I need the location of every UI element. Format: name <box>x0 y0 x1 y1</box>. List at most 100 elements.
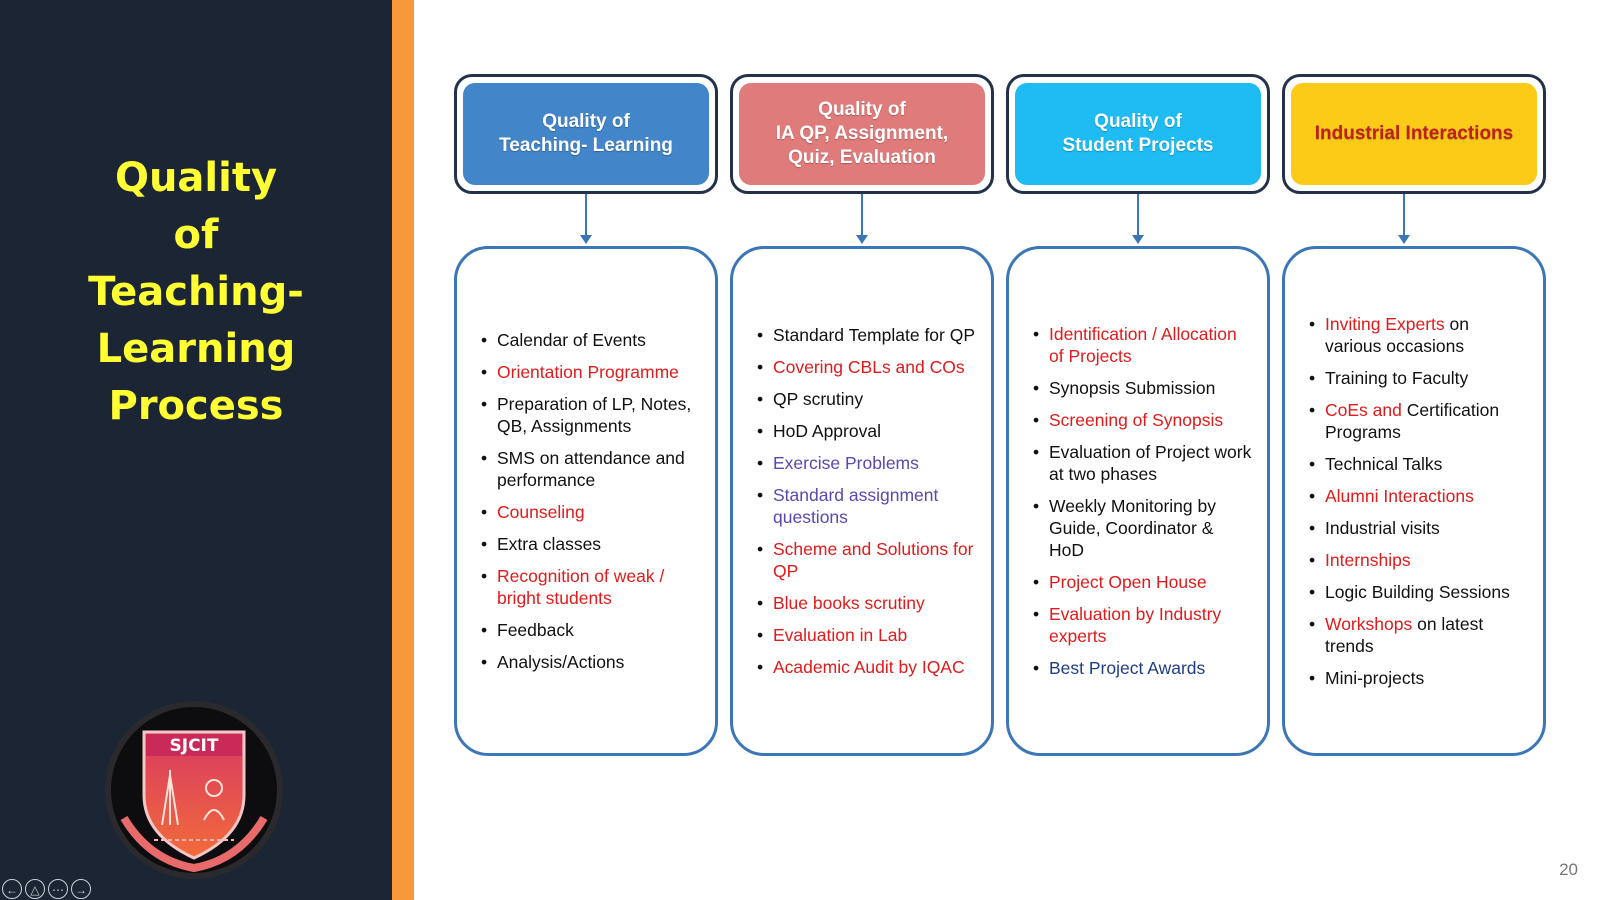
list-item-text: Best Project Awards <box>1049 658 1206 678</box>
list-item: Standard Template for QP <box>757 324 977 346</box>
list-item: HoD Approval <box>757 420 977 442</box>
list-item-text: Identification / Allocation of Projects <box>1049 324 1237 366</box>
title-line: Teaching- Learning <box>88 269 304 372</box>
list-item: Synopsis Submission <box>1033 377 1253 399</box>
header-label: Industrial Interactions <box>1314 123 1514 144</box>
item-list: Identification / Allocation of ProjectsS… <box>1033 313 1253 689</box>
college-logo: SJCIT <box>104 700 284 880</box>
list-item: Project Open House <box>1033 571 1253 593</box>
previous-icon[interactable]: ← <box>2 879 22 899</box>
list-item: Training to Faculty <box>1309 367 1529 389</box>
list-item: Identification / Allocation of Projects <box>1033 323 1253 367</box>
list-item: Inviting Experts on various occasions <box>1309 313 1529 357</box>
list-item-text: Exercise Problems <box>773 453 919 473</box>
header-teaching-learning: Quality of Teaching- Learning <box>454 74 718 194</box>
list-item: Blue books scrutiny <box>757 592 977 614</box>
header-label: Quality of Student Projects <box>1062 111 1214 156</box>
list-item: Analysis/Actions <box>481 651 701 673</box>
list-item-text: Evaluation of Project work at two phases <box>1049 442 1252 484</box>
list-item: Academic Audit by IQAC <box>757 656 977 678</box>
item-list: Standard Template for QP Covering CBLs an… <box>757 314 977 688</box>
list-item-text: Inviting Experts <box>1325 314 1445 334</box>
list-item-text: Extra classes <box>497 534 602 554</box>
header-student-projects: Quality of Student Projects <box>1006 74 1270 194</box>
list-item: Recognition of weak / bright students <box>481 565 701 609</box>
list-item-text: CoEs and <box>1325 400 1402 420</box>
list-item: Alumni Interactions <box>1309 485 1529 507</box>
list-item-text: Certification Programs <box>1325 400 1500 442</box>
list-item-text: Orientation Programme <box>497 362 679 382</box>
left-panel: Quality of Teaching- Learning Process SJ… <box>0 0 392 900</box>
list-item-text: Synopsis Submission <box>1049 378 1216 398</box>
list-item-text: Logic Building Sessions <box>1325 582 1510 602</box>
list-item-text: Analysis/Actions <box>497 652 625 672</box>
header-ia-qp: Quality of IA QP, Assignment, Quiz, Eval… <box>730 74 994 194</box>
pointer-icon[interactable]: △ <box>25 879 45 899</box>
list-item: Internships <box>1309 549 1529 571</box>
list-item: Mini-projects <box>1309 667 1529 689</box>
list-item-text: HoD Approval <box>773 421 881 441</box>
list-item-text: Project Open House <box>1049 572 1207 592</box>
item-list: Calendar of EventsOrientation ProgrammeP… <box>481 319 701 683</box>
list-item: Screening of Synopsis <box>1033 409 1253 431</box>
list-item-text: Standard assignment questions <box>773 485 939 527</box>
list-item-text: Preparation of LP, Notes, QB, Assignment… <box>497 394 692 436</box>
list-item: Exercise Problems <box>757 452 977 474</box>
list-item: Technical Talks <box>1309 453 1529 475</box>
list-item-text: on various occasions <box>1325 314 1469 356</box>
next-icon[interactable]: → <box>71 879 91 899</box>
list-item: Preparation of LP, Notes, QB, Assignment… <box>481 393 701 437</box>
list-item-text: SMS on attendance and performance <box>497 448 685 490</box>
list-item-text: Standard Template for QP <box>773 325 976 345</box>
list-item: Industrial visits <box>1309 517 1529 539</box>
list-item: Standard assignment questions <box>757 484 977 528</box>
list-item-text: Internships <box>1325 550 1411 570</box>
list-item-text: on latest trends <box>1325 614 1484 656</box>
more-options-icon[interactable]: ⋯ <box>48 879 68 899</box>
list-item-text: Blue books scrutiny <box>773 593 925 613</box>
header-fill <box>1015 83 1261 185</box>
box-industrial-interactions: Inviting Experts on various occasionsTra… <box>1282 246 1546 756</box>
list-item-text: Alumni Interactions <box>1325 486 1474 506</box>
title-line: of <box>173 212 219 258</box>
list-item: Feedback <box>481 619 701 641</box>
list-item-text: Feedback <box>497 620 574 640</box>
sjcit-emblem-icon: SJCIT <box>105 701 283 879</box>
list-item: SMS on attendance and performance <box>481 447 701 491</box>
list-item: Covering CBLs and COs <box>757 356 977 378</box>
list-item: Evaluation by Industry experts <box>1033 603 1253 647</box>
box-ia-qp: Standard Template for QP Covering CBLs an… <box>730 246 994 756</box>
slide-title: Quality of Teaching- Learning Process <box>0 150 392 435</box>
list-item: Counseling <box>481 501 701 523</box>
connector-arrow <box>1132 194 1144 244</box>
list-item: Weekly Monitoring by Guide, Coordinator … <box>1033 495 1253 561</box>
header-label: Quality of Teaching- Learning <box>499 111 673 156</box>
accent-stripe <box>392 0 414 900</box>
list-item: Scheme and Solutions for QP <box>757 538 977 582</box>
list-item-text: Weekly Monitoring by Guide, Coordinator … <box>1049 496 1216 560</box>
list-item: Logic Building Sessions <box>1309 581 1529 603</box>
list-item: Evaluation of Project work at two phases <box>1033 441 1253 485</box>
title-line: Process <box>108 383 284 429</box>
list-item: Best Project Awards <box>1033 657 1253 679</box>
list-item-text: Evaluation by Industry experts <box>1049 604 1222 646</box>
list-item-text: Scheme and Solutions for QP <box>773 539 974 581</box>
list-item-text: Training to Faculty <box>1325 368 1469 388</box>
list-item-text: Covering CBLs and COs <box>773 357 965 377</box>
list-item-text: Workshops <box>1325 614 1413 634</box>
header-fill <box>739 83 985 185</box>
list-item: Workshops on latest trends <box>1309 613 1529 657</box>
box-teaching-learning: Calendar of EventsOrientation ProgrammeP… <box>454 246 718 756</box>
list-item-text: Counseling <box>497 502 585 522</box>
connector-arrow <box>856 194 868 244</box>
logo-text: SJCIT <box>170 736 219 756</box>
list-item: Extra classes <box>481 533 701 555</box>
list-item-text: Screening of Synopsis <box>1049 410 1224 430</box>
list-item-text: QP scrutiny <box>773 389 864 409</box>
list-item: Calendar of Events <box>481 329 701 351</box>
item-list: Inviting Experts on various occasionsTra… <box>1309 303 1529 699</box>
slideshow-controls: ← △ ⋯ → <box>2 879 91 899</box>
header-fill <box>463 83 709 185</box>
page-number: 20 <box>1559 860 1578 879</box>
